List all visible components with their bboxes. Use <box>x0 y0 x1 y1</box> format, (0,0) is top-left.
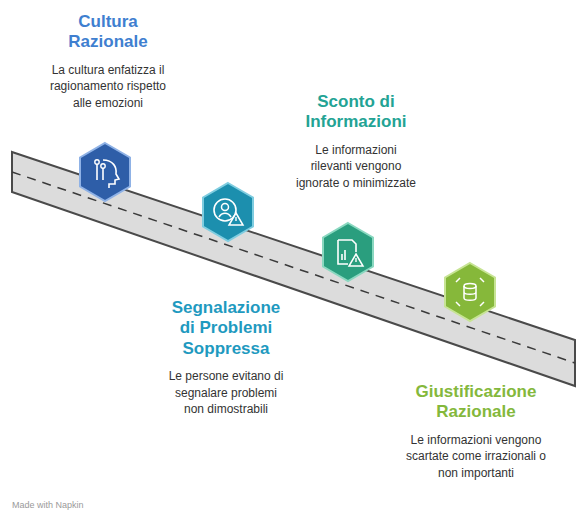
watermark: Made with Napkin <box>12 500 84 510</box>
icon-hexagon <box>445 263 495 321</box>
step-description: Le persone evitano di segnalare problemi… <box>164 368 288 418</box>
step-description: Le informazioni rilevanti vengono ignora… <box>294 142 418 192</box>
step-block: Sconto di Informazioni Le informazioni ri… <box>290 90 422 193</box>
step-description: Le informazioni vengono scartate come ir… <box>405 432 547 482</box>
step-heading: Cultura Razionale <box>42 12 174 53</box>
step-block: Giustificazione Razionale Le informazioni… <box>401 380 551 483</box>
icon-hexagon <box>323 223 373 281</box>
step-heading: Segnalazione di Problemi Soppressa <box>164 298 288 359</box>
step-heading: Sconto di Informazioni <box>294 92 418 133</box>
icon-hexagon <box>203 183 253 241</box>
step-heading: Giustificazione Razionale <box>405 382 547 423</box>
road-center-line <box>12 172 575 363</box>
step-block: Cultura Razionale La cultura enfatizza il… <box>38 10 178 113</box>
icon-hexagon <box>80 143 130 201</box>
step-block: Segnalazione di Problemi Soppressa Le per… <box>160 296 292 420</box>
step-description: La cultura enfatizza il ragionamento ris… <box>42 62 174 112</box>
